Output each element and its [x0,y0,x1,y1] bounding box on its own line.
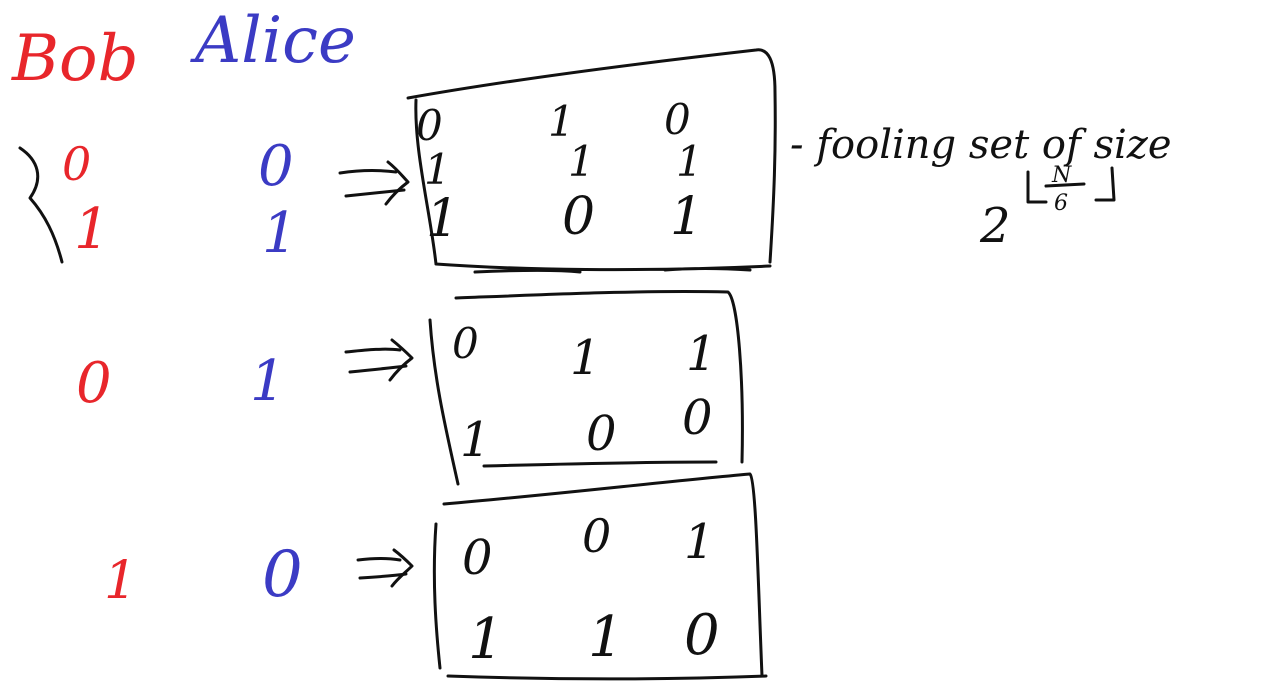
matrix-cell: 1 [670,187,703,247]
matrix-cell: 0 [682,390,713,446]
row1-alice-value-2: 1 [262,201,298,266]
fooling-set-size-expression: 2 N 6 [979,163,1116,254]
matrix-cell: 0 [684,603,720,668]
matrix-cell: 0 [462,530,493,586]
matrix-cell: 1 [568,137,595,186]
row3-matrix-box [432,472,768,681]
row1-matrix-box [406,48,777,274]
exponent-denominator: 6 [1054,191,1068,216]
row2-implies-arrow-icon [344,338,414,382]
row3-bob-value: 1 [104,551,137,611]
exponent-numerator: N [1051,163,1072,188]
matrix-cell: 0 [416,101,443,150]
row1-bob-value-2: 1 [74,197,110,262]
matrix-cell: 1 [684,514,715,570]
left-brace-icon [18,146,64,264]
matrix-cell: 1 [424,145,451,194]
row3-matrix: 0 0 1 1 1 0 [462,509,720,672]
matrix-cell: 1 [468,607,504,672]
row3-alice-value: 0 [262,538,303,612]
bob-label: Bob [11,22,139,96]
row2-matrix-box [428,289,744,486]
exponent-fraction-bar [1044,182,1086,188]
matrix-cell: 1 [588,605,624,670]
row1-matrix: 0 1 0 1 1 1 1 0 1 [416,95,703,249]
floor-right-bracket-icon [1094,166,1116,202]
row1-implies-arrow-icon [338,160,410,206]
matrix-cell: 0 [582,509,611,563]
row2-alice-value: 1 [250,349,286,414]
row2-bob-value: 0 [76,351,112,416]
matrix-cell: 1 [686,326,717,382]
matrix-cell: 1 [548,97,575,146]
row1-bob-value-1: 0 [62,137,91,191]
matrix-cell: 1 [426,189,459,249]
row2-matrix: 0 1 1 1 0 0 [452,319,717,468]
matrix-cell: 1 [460,412,491,468]
row3-implies-arrow-icon [356,548,414,588]
exponent-base: 2 [979,198,1011,254]
fooling-set-note: - fooling set of size [790,122,1172,168]
alice-label: Alice [190,4,356,78]
matrix-cell: 0 [586,406,617,462]
matrix-cell: 0 [452,319,479,368]
matrix-cell: 0 [664,95,691,144]
row1-alice-value-1: 0 [258,134,294,199]
matrix-cell: 0 [562,187,595,247]
matrix-cell: 1 [676,137,703,186]
floor-left-bracket-icon [1026,170,1048,204]
matrix-cell: 1 [570,330,601,386]
